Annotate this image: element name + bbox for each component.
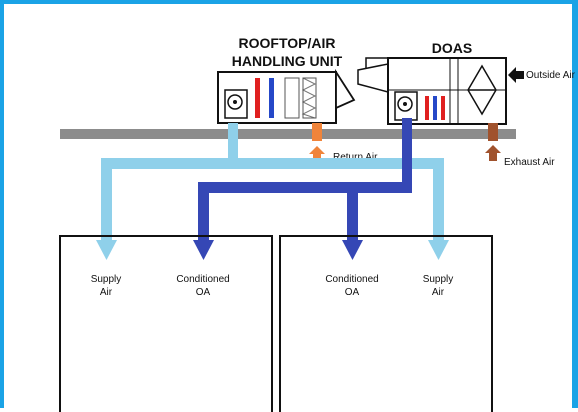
rtu-title-line2: HANDLING UNIT — [232, 53, 343, 69]
room2-supply-label-1: Supply — [423, 274, 454, 285]
room1-conditioned-label-1: Conditioned — [176, 274, 229, 285]
exhaust-air-arrow — [485, 145, 501, 161]
rtu-cooling-coil — [269, 78, 274, 118]
doas-exhaust-hood — [357, 63, 389, 93]
doas-title: DOAS — [432, 40, 472, 56]
conditioned-oa-duct — [193, 118, 412, 260]
room2-conditioned-label-2: OA — [345, 287, 360, 298]
exhaust-air-label: Exhaust Air — [504, 157, 555, 168]
room-1 — [59, 235, 273, 412]
outside-air-arrow — [508, 67, 524, 83]
return-air-duct — [312, 123, 322, 141]
rtu-heating-coil — [255, 78, 260, 118]
doas-heating-coil — [425, 96, 429, 120]
return-air-arrow — [309, 146, 325, 161]
return-air-label: Return Air — [333, 152, 378, 163]
room1-supply-label-2: Air — [100, 287, 113, 298]
outside-air-label: Outside Air — [526, 70, 576, 81]
room1-conditioned-label-2: OA — [196, 287, 211, 298]
doas-fan-icon — [394, 91, 418, 121]
rtu-hood — [335, 68, 356, 110]
roof-line — [60, 129, 516, 139]
doas-cooling-coil-1 — [433, 96, 437, 120]
exhaust-air-duct — [488, 123, 498, 141]
rtu-fan-icon — [224, 89, 248, 119]
supply-air-duct — [96, 123, 449, 260]
room2-conditioned-label-1: Conditioned — [325, 274, 378, 285]
energy-recovery-icon — [467, 64, 497, 116]
room1-supply-label-1: Supply — [91, 274, 122, 285]
doas-reheat-coil — [441, 96, 445, 120]
rtu-title-line1: ROOFTOP/AIR — [239, 35, 336, 51]
rtu-filter-pleats — [301, 77, 317, 119]
rooftop-unit: ROOFTOP/AIR HANDLING UNIT Return Air — [217, 35, 378, 163]
rtu-filter — [284, 77, 300, 119]
doas-unit: DOAS Outside Air Exhaust Air — [357, 40, 576, 168]
hvac-diagram: ROOFTOP/AIR HANDLING UNIT Return Air DOA… — [59, 35, 576, 412]
room-2 — [279, 235, 493, 412]
room2-supply-label-2: Air — [432, 287, 445, 298]
